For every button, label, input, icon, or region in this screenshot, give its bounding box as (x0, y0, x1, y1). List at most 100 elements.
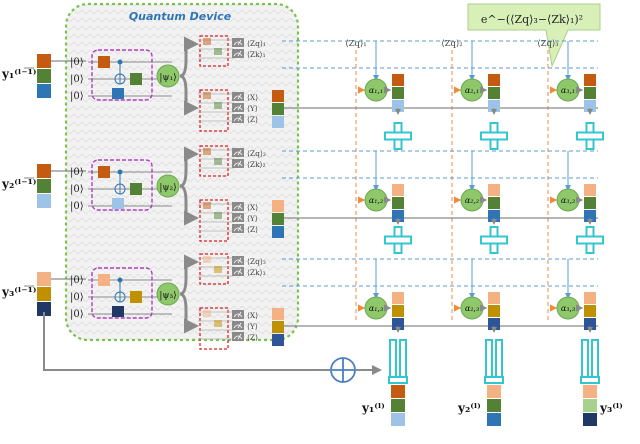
measurement-label: ⟨Zk⟩₁ (247, 50, 266, 59)
alpha-label: α₃,₃ (561, 304, 575, 313)
meter-needle (237, 268, 242, 275)
output-vector-cell (391, 413, 405, 426)
weighted-vector-cell (392, 305, 404, 317)
measurement-block (199, 253, 229, 285)
measurement-label: ⟨Zk⟩₃ (247, 268, 266, 277)
input-label-2: y₂⁽ˡ⁻¹⁾ (1, 177, 36, 191)
output-bracket (581, 339, 589, 381)
feature-vector-cell (272, 308, 284, 320)
measurement-label: ⟨Zq⟩₁ (247, 39, 266, 48)
meter-needle (237, 214, 242, 221)
meter-needle (237, 104, 242, 111)
weighted-vector-cell (488, 305, 500, 317)
output-label: y₂⁽ˡ⁾ (457, 401, 481, 415)
gate (214, 320, 222, 327)
ket-zero: |0⟩ (70, 201, 84, 212)
meter-arc (233, 270, 243, 275)
meter-arc (233, 95, 243, 100)
alpha-label: α₁,₃ (369, 304, 383, 313)
weighted-vector-cell (488, 184, 500, 196)
feature-vector-cell (272, 200, 284, 212)
meter-arc (233, 259, 243, 264)
encoding-block (91, 49, 153, 101)
state-label: |ψ₃⟩ (159, 291, 176, 301)
plus-icon (384, 122, 412, 150)
output-label: y₁⁽ˡ⁾ (361, 401, 385, 415)
meter-icon (232, 92, 244, 101)
gate (214, 48, 222, 55)
gate (214, 158, 222, 165)
feature-vector-cell (272, 334, 284, 346)
meter-arc (233, 335, 243, 340)
measurement-label: ⟨Zq⟩₂ (247, 149, 266, 158)
measurement-label: ⟨Y⟩ (247, 322, 258, 331)
alpha-label: α₂,₂ (465, 196, 479, 205)
weighted-vector-cell (584, 197, 596, 209)
measurement-label: ⟨Y⟩ (247, 214, 258, 223)
cnot-target (114, 183, 126, 195)
gate (203, 148, 211, 155)
gate (203, 38, 211, 45)
output-2: y₂⁽ˡ⁾ (457, 339, 504, 426)
measurement-label: ⟨Z⟩ (247, 333, 258, 342)
state-node (156, 174, 180, 198)
output-bracket (389, 339, 397, 381)
gate (98, 166, 110, 178)
meter-needle (237, 322, 242, 329)
meter-needle (237, 257, 242, 264)
meter-icon (232, 49, 244, 58)
input-label-3: y₃⁽ˡ⁻¹⁾ (1, 285, 36, 299)
meter-arc (233, 313, 243, 318)
meter-arc (233, 162, 243, 167)
gate (203, 256, 211, 263)
input-vector-cell (37, 287, 51, 301)
measurement-label: ⟨Zq⟩₃ (247, 257, 266, 266)
feature-vector-cell (272, 321, 284, 333)
meter-needle (237, 160, 242, 167)
meter-arc (233, 151, 243, 156)
ket-zero: |0⟩ (70, 292, 84, 303)
state-node (156, 282, 180, 306)
plus-icon (480, 226, 508, 254)
weighted-vector-cell (488, 87, 500, 99)
meter-icon (232, 38, 244, 47)
meter-needle (237, 225, 242, 232)
weighted-vector-cell (488, 197, 500, 209)
sum-operator (330, 357, 356, 383)
input-vector-cell (37, 54, 51, 68)
meter-icon (232, 114, 244, 123)
column-header: ⟨Zq⟩₂ (441, 39, 462, 49)
input-vector-cell (37, 272, 51, 286)
meter-arc (233, 227, 243, 232)
measurement-label: ⟨Z⟩ (247, 115, 258, 124)
meter-arc (233, 205, 243, 210)
output-bracket (388, 376, 408, 384)
branch-arrow (179, 74, 199, 116)
meter-icon (232, 103, 244, 112)
ket-zero: |0⟩ (70, 275, 84, 286)
meter-arc (233, 324, 243, 329)
measurement-block (199, 89, 229, 132)
column-headers: ⟨Zq⟩₁ ⟨Zq⟩₂ ⟨Zq⟩₃ (345, 39, 558, 49)
encoding-block (91, 267, 153, 319)
gate (112, 88, 124, 99)
gate (130, 291, 142, 303)
ket-zero: |0⟩ (70, 309, 84, 320)
measurement-label: ⟨X⟩ (247, 311, 258, 320)
column-header: ⟨Zq⟩₃ (537, 39, 558, 49)
gate (112, 198, 124, 209)
cnot-target (114, 291, 126, 303)
weighted-vector-cell (392, 292, 404, 304)
ket-zero: |0⟩ (70, 184, 84, 195)
meter-needle (237, 311, 242, 318)
gate (130, 183, 142, 195)
meter-needle (237, 203, 242, 210)
meter-icon (232, 332, 244, 341)
branch-arrow (179, 292, 199, 334)
feature-vector-cell (272, 116, 284, 128)
output-vector-cell (487, 399, 501, 412)
measurement-label: ⟨X⟩ (247, 93, 258, 102)
output-bracket (495, 339, 503, 381)
